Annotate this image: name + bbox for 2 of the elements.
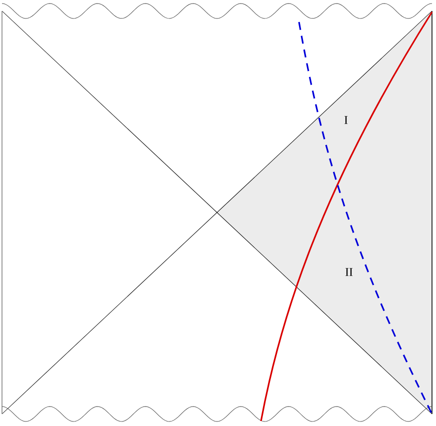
region-label: I: [344, 116, 348, 124]
region-label: II: [345, 268, 353, 276]
